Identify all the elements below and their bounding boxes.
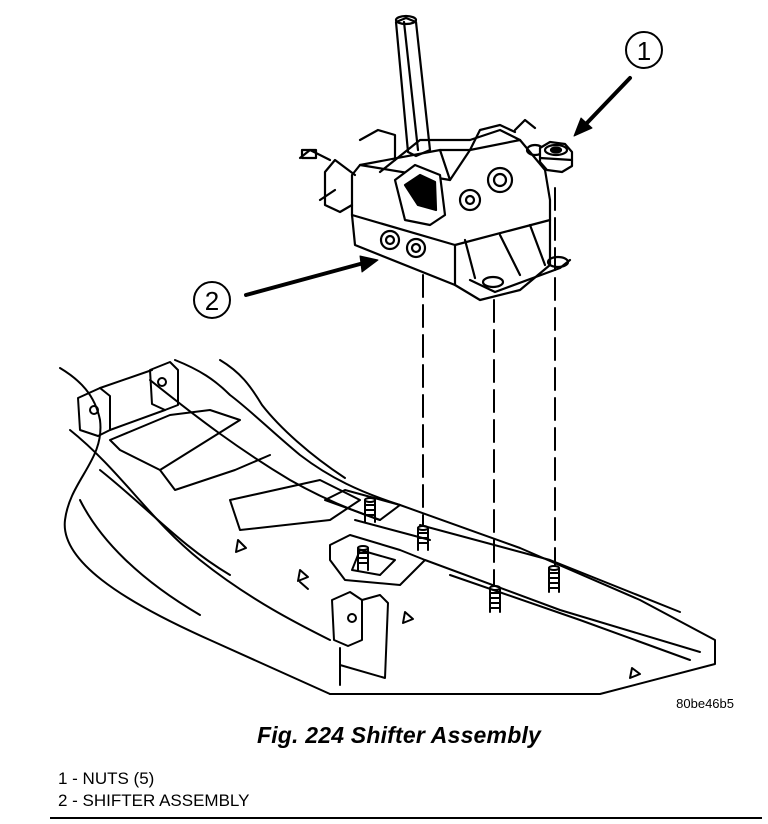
alignment-lines	[422, 187, 556, 586]
legend: 1 - NUTS (5) 2 - SHIFTER ASSEMBLY	[58, 768, 249, 812]
stud-3	[357, 545, 369, 571]
callout-number-2: 2	[205, 286, 219, 316]
image-code: 80be46b5	[676, 696, 734, 711]
figure-caption: Fig. 224 Shifter Assembly	[256, 722, 542, 748]
mounting-brackets	[77, 361, 641, 686]
diagram-svg: 1 2 80be46b5	[59, 14, 734, 711]
callout-2	[193, 255, 379, 319]
studs	[357, 497, 560, 613]
floor-pan	[59, 359, 716, 695]
shifter-assembly-illustration: 1 2 80be46b5	[59, 14, 734, 711]
stud-2	[417, 525, 429, 551]
callout-number-1: 1	[637, 36, 651, 66]
shifter-assembly	[298, 14, 572, 302]
nut	[538, 140, 574, 174]
stud-5	[548, 565, 560, 593]
callout-1	[573, 31, 663, 137]
legend-item-2: 2 - SHIFTER ASSEMBLY	[58, 791, 250, 810]
bottom-rule	[50, 817, 762, 819]
stud-1	[364, 497, 376, 523]
stud-4	[489, 585, 501, 613]
legend-item-1: 1 - NUTS (5)	[58, 769, 155, 788]
